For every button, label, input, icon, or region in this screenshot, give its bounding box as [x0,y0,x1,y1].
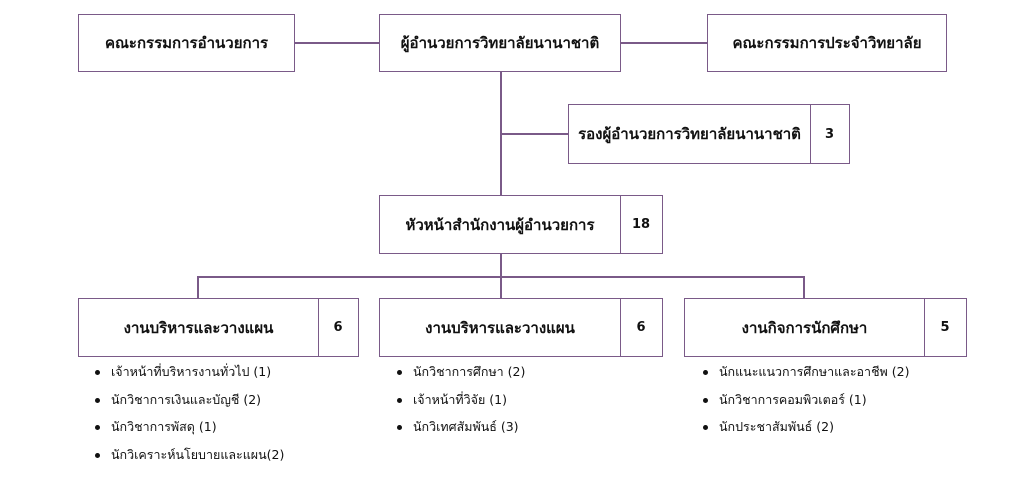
count: 5 [940,320,950,335]
connector-line [197,276,199,298]
college-committee-box: คณะกรรมการประจำวิทยาลัย [707,14,947,72]
connector-line [500,133,568,135]
box-label: ผู้อำนวยการวิทยาลัยนานาชาติ [400,34,600,52]
staff-list: นักแนะแนวการศึกษาและอาชีพ (2) นักวิชาการ… [703,362,909,445]
executive-committee-box: คณะกรรมการอำนวยการ [78,14,295,72]
connector-line [803,276,805,298]
box-label: รองผู้อำนวยการวิทยาลัยนานาชาติ [578,125,801,143]
list-item: เจ้าหน้าที่บริหารงานทั่วไป (1) [95,362,284,390]
office-head-count-box: 18 [619,195,663,254]
list-item: นักวิชาการศึกษา (2) [397,362,525,390]
staff-list: นักวิชาการศึกษา (2) เจ้าหน้าที่วิจัย (1)… [397,362,525,445]
list-item: นักวิชาการพัสดุ (1) [95,417,284,445]
list-item: นักวิชาการเงินและบัญชี (2) [95,390,284,418]
box-label: งานบริหารและวางแผน [425,318,575,337]
office-head-box: หัวหน้าสำนักงานผู้อำนวยการ [379,195,621,254]
box-label: คณะกรรมการประจำวิทยาลัย [732,34,922,52]
unit-count-box: 6 [619,298,663,357]
count: 6 [333,320,343,335]
list-item: นักวิเทศสัมพันธ์ (3) [397,417,525,445]
connector-line [294,42,379,44]
box-label: หัวหน้าสำนักงานผู้อำนวยการ [405,215,595,234]
list-item: นักวิชาการคอมพิวเตอร์ (1) [703,390,909,418]
list-item: นักวิเคราะห์นโยบายและแผน(2) [95,445,284,473]
unit-box: งานบริหารและวางแผน [379,298,621,357]
count: 6 [636,320,646,335]
box-label: งานบริหารและวางแผน [123,318,274,337]
box-label: งานกิจการนักศึกษา [741,318,868,337]
connector-line [500,253,502,298]
deputy-director-box: รองผู้อำนวยการวิทยาลัยนานาชาติ [568,104,811,164]
unit-box: งานกิจการนักศึกษา [684,298,925,357]
box-label: คณะกรรมการอำนวยการ [104,34,269,52]
count: 3 [824,126,835,142]
list-item: เจ้าหน้าที่วิจัย (1) [397,390,525,418]
director-box: ผู้อำนวยการวิทยาลัยนานาชาติ [379,14,621,72]
count: 18 [631,217,651,232]
unit-count-box: 6 [317,298,359,357]
unit-count-box: 5 [923,298,967,357]
list-item: นักแนะแนวการศึกษาและอาชีพ (2) [703,362,909,390]
deputy-count-box: 3 [809,104,850,164]
connector-line [197,276,804,278]
unit-box: งานบริหารและวางแผน [78,298,319,357]
staff-list: เจ้าหน้าที่บริหารงานทั่วไป (1) นักวิชากา… [95,362,284,472]
list-item: นักประชาสัมพันธ์ (2) [703,417,909,445]
connector-line [620,42,707,44]
